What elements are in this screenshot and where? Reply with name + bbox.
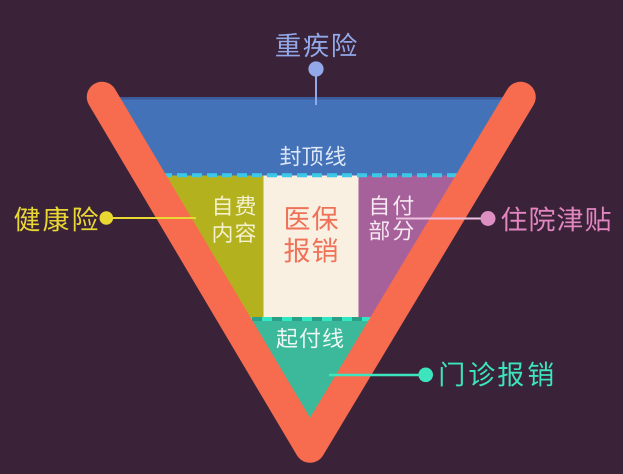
outpatient-reimbursement-dot	[418, 367, 434, 383]
health-insurance-dot	[99, 211, 114, 225]
critical-illness-label	[275, 32, 358, 59]
callout-outpatient-reimbursement-connector	[329, 367, 434, 383]
self-paid-portion-label	[368, 195, 414, 242]
callout-hospitalization-allowance-connector	[396, 211, 496, 226]
critical-illness-dot	[308, 61, 324, 77]
hospitalization-allowance-dot	[480, 211, 496, 226]
medical-insurance-reimbursement-label	[284, 205, 339, 264]
hospitalization-allowance-label	[501, 205, 612, 232]
orange-v-outline	[86, 81, 536, 463]
cap-line-label	[279, 145, 346, 167]
callout-critical-illness-connector	[308, 61, 324, 105]
outpatient-reimbursement-label	[438, 361, 554, 388]
health-insurance-label	[13, 205, 98, 232]
callout-health-insurance-connector	[99, 211, 196, 225]
deductible-line-label	[276, 327, 344, 349]
cap-band	[102, 97, 521, 176]
medical-reimbursement-band	[263, 175, 359, 317]
self-pay-content-label	[211, 195, 256, 244]
